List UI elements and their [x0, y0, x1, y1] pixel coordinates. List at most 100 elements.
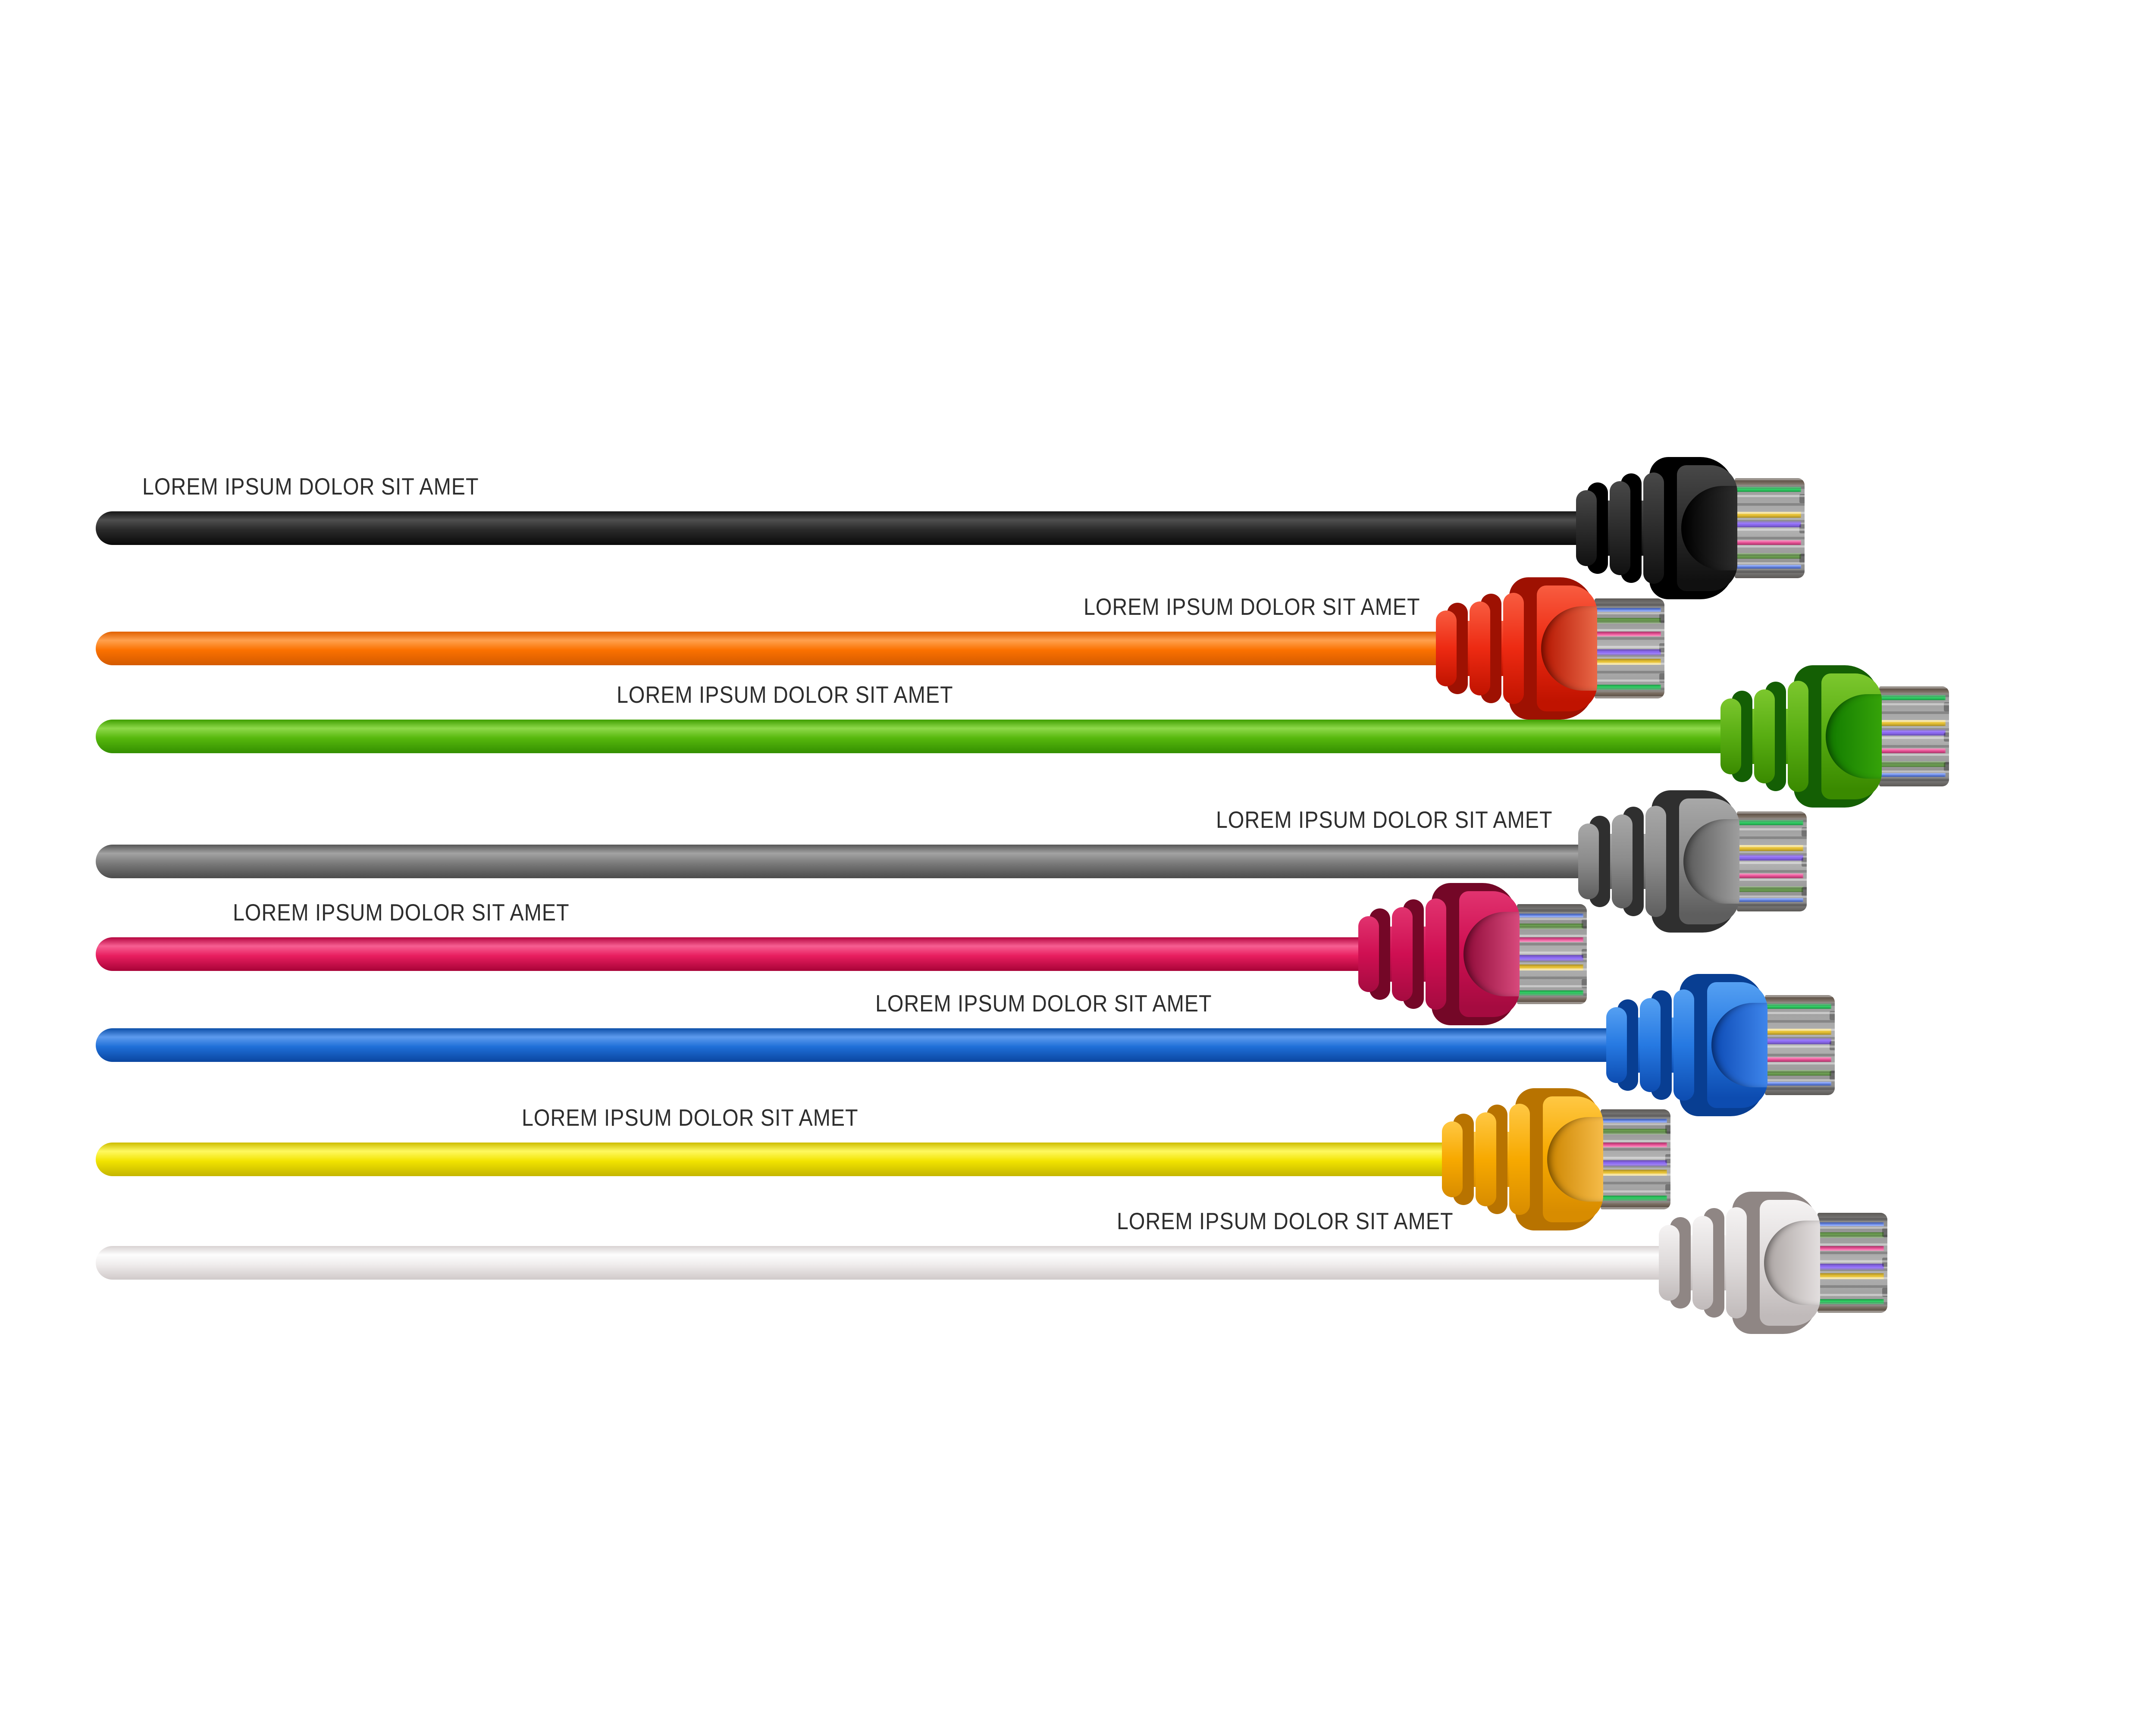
connector-dome-orange: [1541, 606, 1597, 691]
boot-rib-blue: [1640, 998, 1661, 1092]
tip-sheen-overlay: [1517, 904, 1587, 1004]
tip-notch: [1944, 762, 1949, 772]
tip-notch: [1830, 1041, 1835, 1050]
cable-orange: [96, 632, 1445, 665]
tip-stripe-blue: [1879, 773, 1946, 777]
tip-stripe-blue: [1735, 564, 1801, 569]
tip-sheen-overlay: [1818, 1213, 1887, 1313]
connector-body-gray: [1679, 798, 1739, 924]
tip-sheen-overlay: [1595, 598, 1664, 698]
connector-metal-tip-black: [1735, 478, 1805, 578]
tip-notch: [1802, 827, 1807, 836]
tip-notch: [1944, 702, 1949, 711]
tip-stripe-olive: [1765, 1070, 1831, 1076]
tip-notch: [1802, 887, 1807, 897]
tip-notch: [1799, 524, 1805, 533]
tip-stripe-blue: [1765, 1081, 1831, 1086]
boot-rib-black: [1576, 490, 1597, 566]
tip-stripe-purple: [1765, 1038, 1831, 1044]
tip-sheen-overlay: [1765, 995, 1835, 1095]
connector-dome-blue: [1711, 1003, 1767, 1087]
tip-stripe-gold: [1737, 845, 1803, 851]
boot-rib-yellow: [1476, 1112, 1496, 1206]
connector-metal-tip-yellow: [1601, 1109, 1670, 1209]
boot-rib-green: [1788, 681, 1808, 792]
boot-rib-orange: [1436, 610, 1457, 686]
tip-stripe-green: [1879, 695, 1946, 701]
tip-stripe-gold: [1765, 1028, 1831, 1035]
connector-metal-tip-white: [1818, 1213, 1887, 1313]
connector-dome-gray: [1683, 819, 1739, 904]
boot-rib-white: [1659, 1225, 1680, 1301]
cable-label-green: LOREM IPSUM DOLOR SIT AMET: [617, 681, 953, 708]
cable-yellow: [96, 1143, 1451, 1176]
boot-rib-orange: [1470, 601, 1490, 695]
boot-rib-gray: [1612, 814, 1633, 908]
tip-stripe-gold: [1879, 720, 1946, 726]
tip-notch: [1944, 732, 1949, 742]
cable-black: [96, 511, 1585, 545]
tip-stripe-purple: [1879, 729, 1946, 736]
tip-notch: [1802, 857, 1807, 867]
connector-dome-yellow: [1547, 1117, 1603, 1202]
boot-rib-blue: [1673, 989, 1694, 1101]
connector-metal-tip-orange: [1595, 598, 1664, 698]
tip-stripe-olive: [1737, 886, 1803, 892]
connector-dome-pink: [1463, 912, 1520, 996]
boot-rib-black: [1643, 473, 1664, 584]
boot-rib-pink: [1392, 907, 1413, 1001]
connector-metal-tip-blue: [1765, 995, 1835, 1095]
cable-white: [96, 1246, 1667, 1280]
tip-notch: [1799, 494, 1805, 503]
tip-stripe-magenta: [1879, 748, 1946, 754]
tip-stripe-magenta: [1765, 1057, 1831, 1062]
tip-stripe-magenta: [1735, 540, 1801, 545]
cable-gray: [96, 845, 1587, 878]
tip-sheen-overlay: [1601, 1109, 1670, 1209]
tip-stripe-green: [1765, 1003, 1831, 1009]
boot-rib-green: [1754, 689, 1775, 783]
boot-rib-pink: [1426, 899, 1446, 1010]
cable-blue: [96, 1028, 1615, 1062]
boot-rib-gray: [1645, 806, 1666, 917]
connector-metal-tip-gray: [1737, 811, 1807, 911]
tip-notch: [1799, 554, 1805, 564]
tip-stripe-green: [1735, 486, 1801, 492]
cable-label-orange: LOREM IPSUM DOLOR SIT AMET: [1084, 593, 1420, 620]
cable-label-blue: LOREM IPSUM DOLOR SIT AMET: [875, 990, 1212, 1017]
tip-stripe-olive: [1879, 761, 1946, 767]
tip-sheen-overlay: [1735, 478, 1805, 578]
connector-body-green: [1821, 673, 1882, 799]
tip-sheen-overlay: [1737, 811, 1807, 911]
boot-rib-blue: [1606, 1007, 1627, 1083]
connector-body-orange: [1537, 585, 1597, 711]
tip-stripe-olive: [1735, 553, 1801, 559]
tip-notch: [1830, 1011, 1835, 1020]
tip-stripe-purple: [1737, 854, 1803, 861]
boot-rib-green: [1720, 698, 1741, 774]
tip-stripe-blue: [1737, 898, 1803, 902]
boot-rib-pink: [1358, 916, 1379, 992]
tip-sheen-overlay: [1879, 686, 1949, 786]
cable-label-pink: LOREM IPSUM DOLOR SIT AMET: [233, 899, 570, 926]
connector-metal-tip-pink: [1517, 904, 1587, 1004]
cable-label-gray: LOREM IPSUM DOLOR SIT AMET: [1216, 806, 1553, 833]
boot-rib-yellow: [1442, 1121, 1463, 1197]
tip-stripe-purple: [1735, 521, 1801, 527]
boot-rib-gray: [1578, 823, 1599, 899]
boot-rib-orange: [1503, 593, 1524, 704]
cable-label-yellow: LOREM IPSUM DOLOR SIT AMET: [522, 1104, 859, 1131]
cable-green: [96, 720, 1729, 753]
connector-dome-green: [1826, 694, 1882, 779]
connector-dome-white: [1764, 1221, 1820, 1305]
connector-metal-tip-green: [1879, 686, 1949, 786]
cable-pink: [96, 937, 1367, 971]
